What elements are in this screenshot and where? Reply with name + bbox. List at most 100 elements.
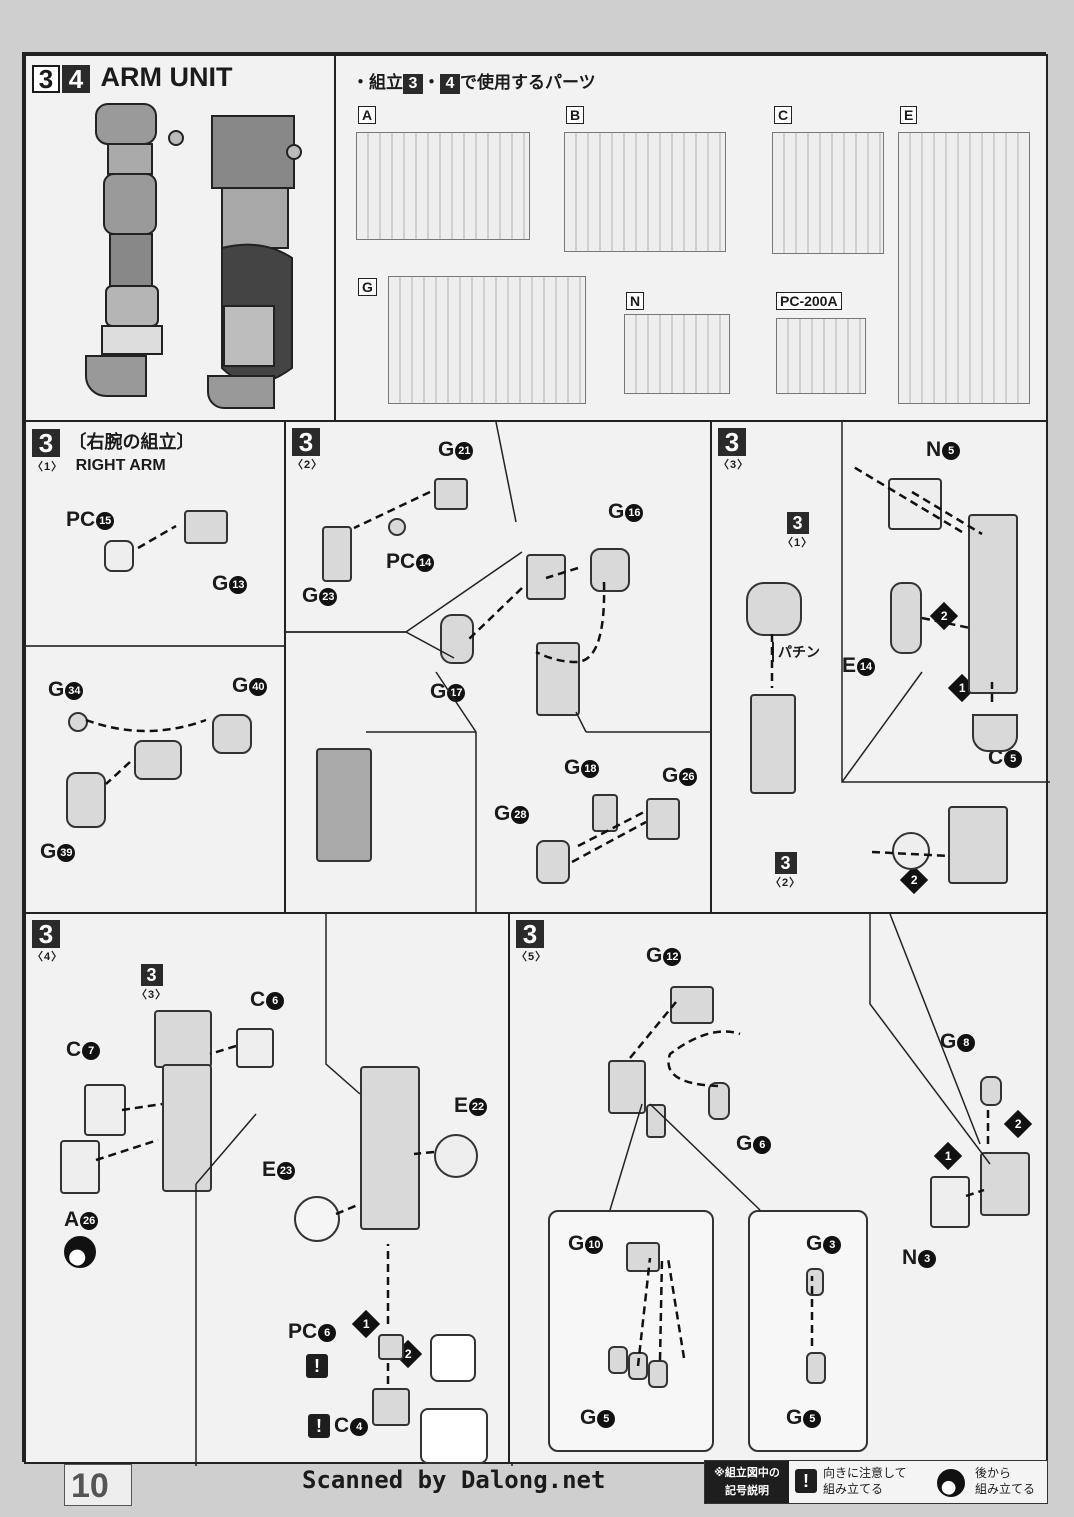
arm-unit-illustration (85, 103, 302, 409)
symbol-legend: ※組立図中の 記号説明 ! 向きに注意して 組み立てる 後から 組み立てる (704, 1460, 1048, 1504)
part-pc15 (104, 540, 134, 572)
part-g6 (708, 1082, 730, 1120)
runner-label-e: E (900, 106, 918, 124)
runner-label-pc200a: PC-200A (776, 292, 842, 310)
reference-step-3-2: 3 〈2〉 (770, 852, 802, 889)
runner-a-image (356, 132, 530, 240)
part-g23 (322, 526, 352, 582)
part-g16 (590, 548, 630, 592)
runner-g-image (388, 276, 586, 404)
runner-label-a: A (358, 106, 377, 124)
runner-label-b: B (566, 106, 585, 124)
part-elbow-assembly (536, 642, 580, 716)
legend-warning-text: 向きに注意して 組み立てる (823, 1466, 907, 1496)
step-title-jp: 〔右腕の組立〕 (68, 432, 195, 452)
part-n3 (930, 1176, 970, 1228)
part-g40 (212, 714, 252, 754)
part-thumb (646, 1104, 666, 1138)
runner-b-image (564, 132, 726, 252)
step-header: 3 〈2〉 (292, 427, 324, 471)
part-n5 (888, 478, 942, 530)
part-g12 (670, 986, 714, 1024)
part-e14 (890, 582, 922, 654)
part-c7 (84, 1084, 126, 1136)
part-g10 (626, 1242, 660, 1272)
runner-label-c: C (774, 106, 793, 124)
runner-label-n: N (626, 292, 645, 310)
step-header: 3 〈5〉 (516, 919, 548, 963)
detail-callout-1 (430, 1334, 476, 1382)
legend-back-text: 後から 組み立てる (975, 1466, 1036, 1496)
step-title-en: RIGHT ARM (75, 457, 166, 474)
runner-pc200a-image (776, 318, 866, 394)
step-header: 3 〈3〉 (718, 427, 750, 471)
part-c5 (972, 714, 1018, 752)
runner-n-image (624, 314, 730, 394)
part-e22 (434, 1134, 478, 1178)
reference-step-3-1: 3 〈1〉 (782, 512, 814, 549)
part-e23 (294, 1196, 340, 1242)
assembly-arrows (95, 914, 513, 1466)
part-c4 (372, 1388, 410, 1426)
page-number: 10 (71, 1467, 109, 1505)
part-fingers (608, 1060, 646, 1114)
assembly-arrows (286, 421, 714, 916)
legend-title: ※組立図中の 記号説明 (705, 1461, 789, 1503)
reverse-side-icon (937, 1469, 965, 1497)
part-g41-body (134, 740, 182, 780)
part-g13 (184, 510, 228, 544)
part-shoulder-joint (746, 582, 802, 636)
scan-credit: Scanned by Dalong.net (302, 1466, 606, 1494)
reverse-side-icon (64, 1236, 96, 1268)
warning-icon: ! (306, 1354, 328, 1378)
part-c6 (236, 1028, 274, 1068)
reference-step-3-3: 3 〈3〉 (136, 964, 168, 1001)
part-g28 (536, 840, 570, 884)
part-arm-column (968, 514, 1018, 694)
part-detail-elbow (948, 806, 1008, 884)
part-arm-preview (316, 748, 372, 862)
part-g3 (806, 1268, 824, 1296)
part-g5-c (648, 1360, 668, 1388)
part-forearm-assembly (750, 694, 796, 794)
part-full-arm (360, 1066, 420, 1230)
part-g21 (434, 478, 468, 510)
part-pc14 (388, 518, 406, 536)
part-g5-a (608, 1346, 628, 1374)
step-number-4: 4 (62, 65, 90, 93)
step-header: 3 〈4〉 (32, 919, 64, 963)
detail-callout-2 (420, 1408, 488, 1464)
assembly-arrows (609, 913, 991, 1367)
part-g39 (66, 772, 106, 828)
page-number-box: 10 (64, 1464, 132, 1506)
section-title: ARM UNIT (100, 62, 233, 92)
